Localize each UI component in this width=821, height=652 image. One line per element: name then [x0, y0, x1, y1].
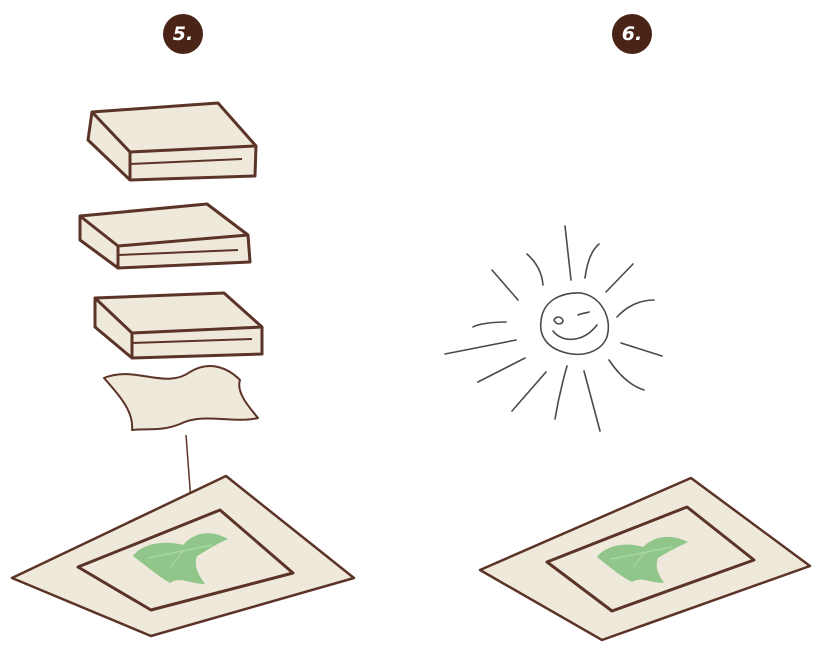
step-6-badge: 6.: [612, 14, 652, 54]
sun-icon: [445, 226, 662, 431]
book-icon: [95, 293, 262, 358]
step-5-badge: 5.: [163, 14, 203, 54]
book-icon: [80, 204, 250, 268]
paper-icon: [104, 366, 258, 430]
pressing-board: [480, 478, 810, 640]
book-icon: [88, 103, 256, 180]
pressing-board: [12, 476, 354, 636]
